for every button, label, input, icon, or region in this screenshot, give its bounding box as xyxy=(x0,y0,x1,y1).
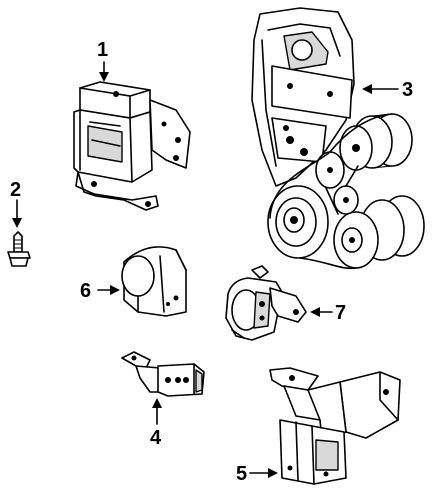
part-5-transmission-mount-bracket[interactable] xyxy=(269,367,401,485)
callout-4: 4 xyxy=(150,427,162,449)
part-1-engine-mount-bracket[interactable] xyxy=(73,81,191,211)
callout-6: 6 xyxy=(80,280,91,302)
part-3-belt-drive-bracket[interactable] xyxy=(251,7,425,270)
part-4-small-mount-bracket[interactable] xyxy=(121,351,205,397)
callout-2: 2 xyxy=(10,179,21,201)
callout-1: 1 xyxy=(97,39,108,61)
part-6-round-insulator[interactable] xyxy=(121,246,187,317)
leader-lines xyxy=(12,61,399,478)
part-2-mount-stud[interactable] xyxy=(7,231,31,267)
callout-3: 3 xyxy=(402,79,413,101)
callout-7: 7 xyxy=(335,302,346,324)
callout-5: 5 xyxy=(236,463,247,485)
part-7-torque-strut-mount[interactable] xyxy=(225,265,307,341)
